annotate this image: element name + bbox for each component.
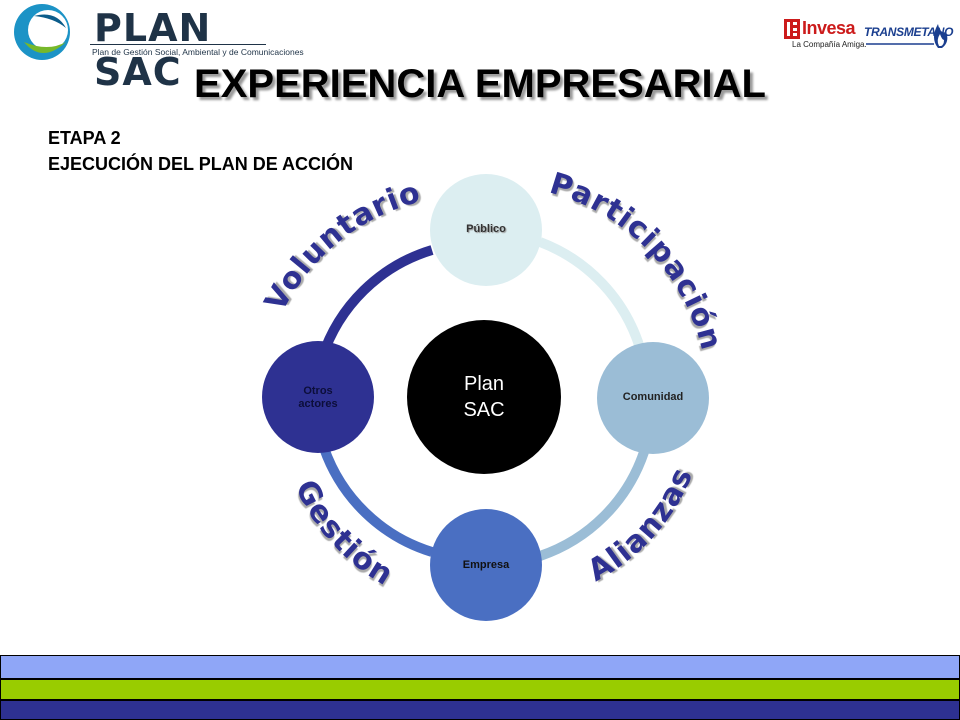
invesa-mark-icon: [784, 19, 800, 39]
node-label-publico: Público: [466, 223, 506, 235]
center-label-line1: Plan: [464, 373, 504, 395]
footer-stripe-green: [0, 679, 960, 700]
node-otros-actores: Otros actores: [262, 341, 374, 453]
node-label-otros-line2: actores: [298, 398, 337, 410]
node-publico: Público: [430, 174, 542, 286]
invesa-tagline: La Compañía Amiga.: [792, 40, 867, 49]
node-empresa: Empresa: [430, 509, 542, 621]
arc-label-voluntario: Voluntario: [258, 175, 424, 317]
footer-stripe-blue: [0, 655, 960, 679]
transmetano-flame-icon: [866, 24, 948, 48]
brand-tagline: Plan de Gestión Social, Ambiental y de C…: [92, 47, 304, 57]
footer-stripe-navy: [0, 700, 960, 720]
ring-segment-alianzas: [538, 450, 649, 561]
stage-description: EJECUCIÓN DEL PLAN DE ACCIÓN: [48, 154, 354, 174]
center-label-line2: SAC: [463, 399, 504, 421]
brand-divider: [90, 44, 266, 45]
node-label-comunidad: Comunidad: [623, 391, 684, 403]
page-title: EXPERIENCIA EMPRESARIAL: [194, 62, 766, 106]
node-label-otros-line1: Otros: [303, 385, 332, 397]
center-node: Plan SAC: [407, 320, 561, 474]
ring-segment-gestion: [319, 446, 434, 557]
ring-segment-voluntario: [317, 245, 434, 360]
transmetano-name: TRANSMETANO: [864, 25, 954, 39]
plan-sac-logo: PLAN SAC Plan de Gestión Social, Ambient…: [4, 2, 304, 94]
transmetano-logo: TRANSMETANO: [864, 18, 954, 52]
stage-number: ETAPA 2: [48, 128, 121, 148]
node-label-empresa: Empresa: [463, 559, 510, 571]
brand-name: PLAN SAC: [94, 6, 212, 94]
node-comunidad: Comunidad: [597, 342, 709, 454]
invesa-logo: Invesa La Compañía Amiga.: [784, 18, 867, 54]
ring-segment-participacion: [538, 237, 645, 350]
invesa-name: Invesa: [802, 18, 856, 38]
plan-sac-swirl-icon: [14, 4, 70, 60]
